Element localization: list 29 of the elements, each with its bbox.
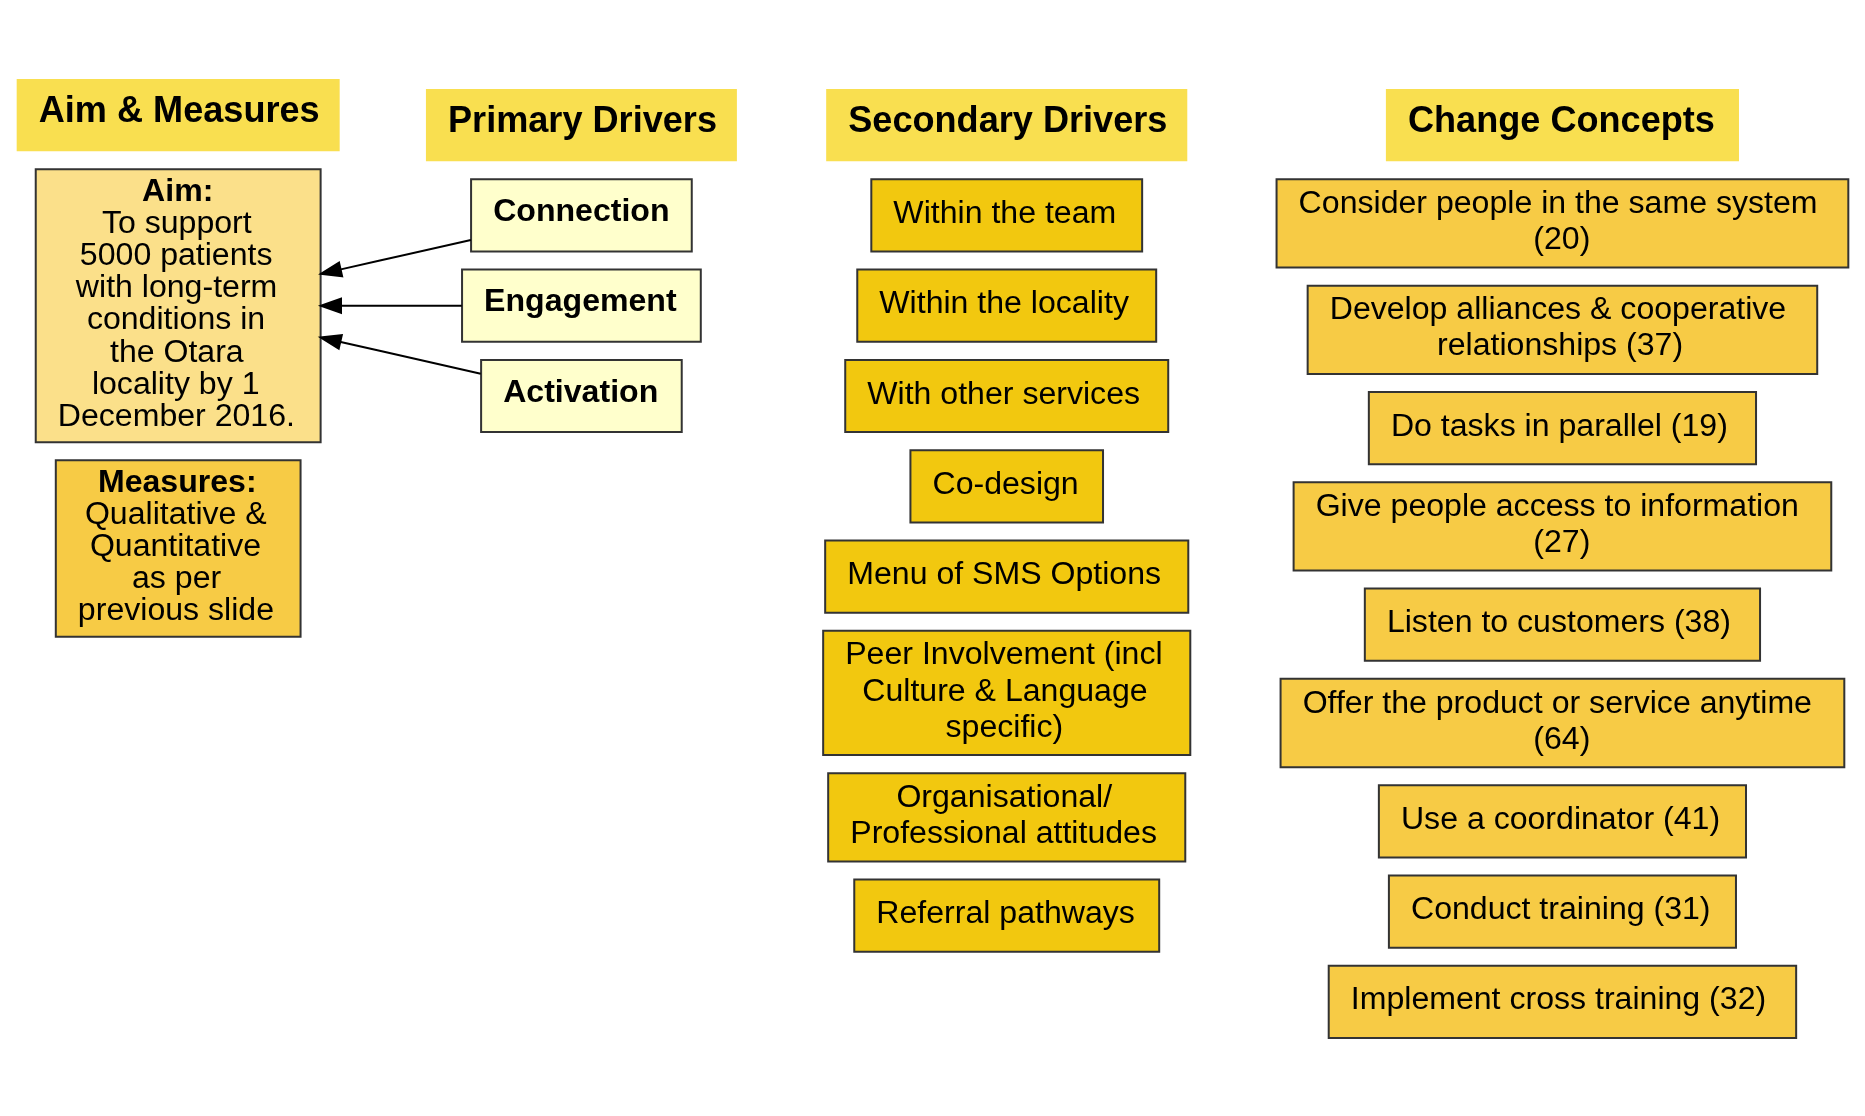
- node-box: Implement cross training (32): [1327, 964, 1798, 1039]
- node-box: Measures: Qualitative & Quantitative as per previous slide: [54, 458, 302, 638]
- node-box: Engagement: [461, 268, 702, 343]
- label: Change Concepts: [1407, 98, 1715, 140]
- node-box: Connection: [470, 177, 693, 253]
- label: Aim & Measures: [38, 88, 320, 130]
- node-box: Activation: [480, 358, 683, 433]
- arrow: [317, 333, 481, 375]
- node-box: Referral pathways: [853, 878, 1161, 953]
- node-box: Listen to customers (38): [1363, 587, 1762, 662]
- node-box: Use a coordinator (41): [1377, 783, 1747, 858]
- label: Primary Drivers: [448, 98, 718, 140]
- node-box: Menu of SMS Options: [824, 538, 1190, 614]
- node-box: Do tasks in parallel (19): [1367, 390, 1758, 465]
- node-box: Conduct training (31): [1387, 873, 1737, 949]
- node-box: Within the team: [870, 177, 1144, 253]
- node-box: Within the locality: [856, 268, 1158, 343]
- label: Secondary Drivers: [848, 98, 1168, 140]
- node-box: Consider people in the same system (20): [1275, 177, 1850, 269]
- node-box: Develop alliances & cooperative relationships (37): [1306, 284, 1819, 375]
- arrow: [318, 238, 472, 277]
- node-box: Aim: To support 5000 patients with long-term conditions in the Otara locality by 1 December 2016.: [34, 167, 322, 443]
- node-box: Co-design: [909, 448, 1105, 523]
- node-box: Peer Involvement (incl Culture & Language specific): [822, 629, 1192, 756]
- node-box: With other services: [844, 358, 1170, 433]
- node-box: Organisational/ Professional attitudes: [827, 771, 1187, 862]
- arrow: [317, 296, 462, 314]
- node-box: Give people access to information (27): [1292, 480, 1833, 572]
- node-box: Offer the product or service anytime (64): [1279, 677, 1846, 768]
